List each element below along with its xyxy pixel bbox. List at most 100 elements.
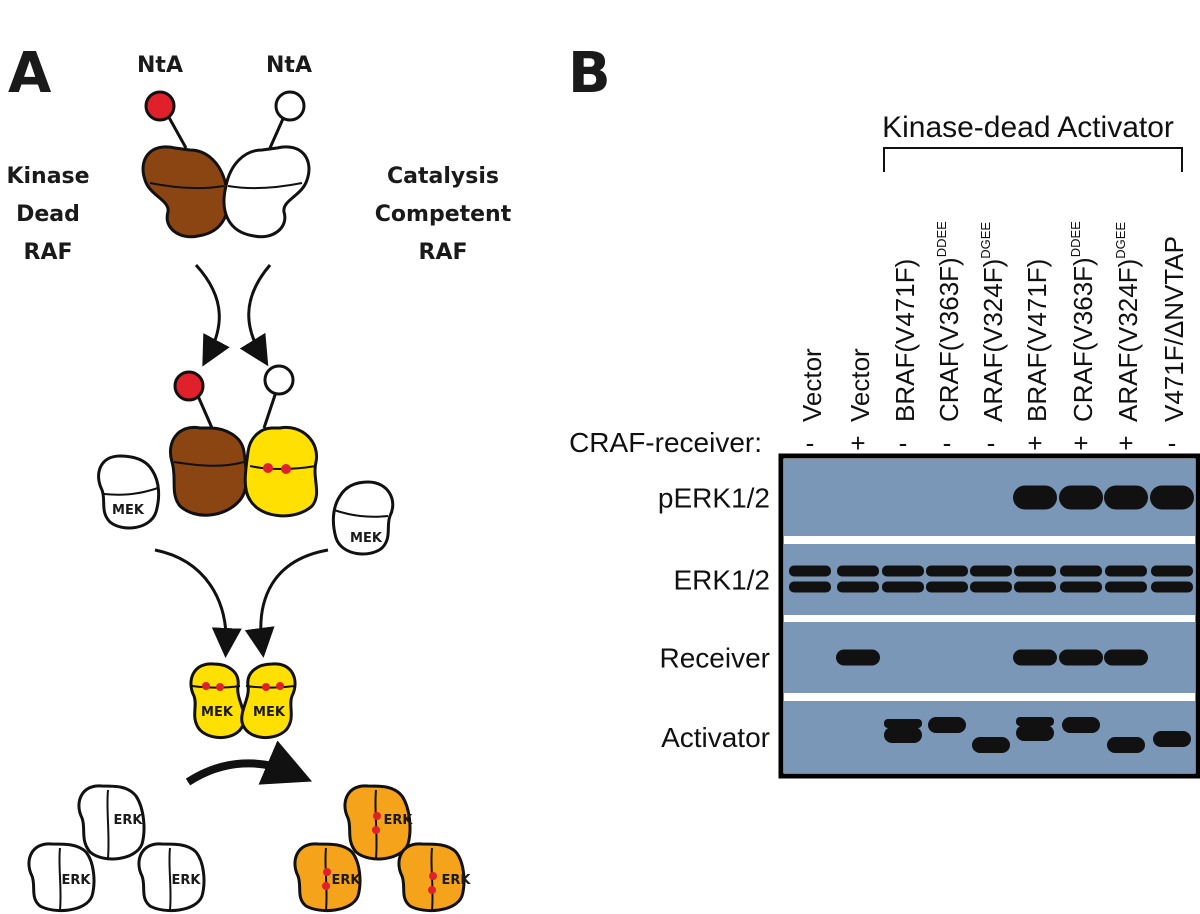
arrow-dimerize-right [239, 264, 272, 367]
arrow-mek-left [154, 548, 242, 658]
blot-row-label: ERK1/2 [674, 565, 771, 596]
arrow-mek-right [244, 548, 329, 658]
receiver-mark: - [899, 428, 908, 458]
receiver-mark: - [806, 428, 815, 458]
band [1107, 737, 1145, 753]
lane-label: V471F/ΔNVTAP [1159, 236, 1189, 422]
receiver-marks: - + - - - + + + - [806, 428, 1177, 458]
svg-text:Dead: Dead [16, 202, 80, 227]
band [1059, 485, 1103, 510]
svg-text:ERK: ERK [62, 873, 92, 888]
band [789, 581, 831, 593]
svg-text:Kinase: Kinase [6, 164, 89, 189]
activator-bracket [883, 147, 1183, 172]
svg-text:Competent: Competent [375, 202, 512, 227]
band [1016, 725, 1054, 741]
band [1060, 581, 1102, 593]
nta-left-label: NtA [137, 53, 183, 78]
svg-text:MEK: MEK [253, 705, 286, 720]
band [1153, 731, 1191, 747]
receiver-mark: - [987, 428, 996, 458]
band [1104, 485, 1148, 510]
catalysis-competent-raf-monomer [222, 90, 311, 239]
lane-label: BRAF(V471F) [890, 259, 920, 422]
lane-label: CRAF(V363F)DDEE [934, 221, 964, 422]
mek-monomer-left: MEK [97, 454, 161, 530]
receiver-mark: + [1027, 428, 1042, 458]
arrow-erk-activation [185, 740, 313, 786]
band [1014, 581, 1056, 593]
band [837, 581, 879, 593]
band [789, 565, 831, 577]
lane-label: ARAF(V324F)DGEE [978, 222, 1008, 422]
band [1104, 649, 1148, 666]
band [972, 737, 1010, 753]
band [882, 581, 924, 593]
band [926, 581, 968, 593]
svg-text:RAF: RAF [419, 240, 468, 265]
band [970, 565, 1012, 577]
band [1062, 717, 1100, 733]
svg-text:MEK: MEK [201, 705, 234, 720]
receiver-mark: - [943, 428, 952, 458]
blot-panels [784, 459, 1195, 773]
receiver-mark: + [1118, 428, 1133, 458]
svg-text:ERK: ERK [332, 873, 362, 888]
blot-panel [784, 544, 1195, 615]
band [884, 727, 922, 743]
receiver-mark: - [1168, 428, 1177, 458]
catalysis-competent-raf-label: Catalysis Competent RAF [375, 164, 512, 265]
receiver-mark: + [1073, 428, 1088, 458]
erk-inactive-2: ERK [27, 842, 96, 913]
erk-active-1: ERK [343, 784, 414, 861]
svg-text:ERK: ERK [442, 873, 472, 888]
band [1105, 565, 1147, 577]
mek-dimer-active: MEK MEK [189, 662, 297, 739]
band [1151, 581, 1193, 593]
svg-text:MEK: MEK [350, 531, 383, 546]
craf-receiver-label: CRAF-receiver: [569, 427, 762, 458]
lane-label: CRAF(V363F)DDEE [1068, 221, 1098, 422]
erk-inactive-3: ERK [137, 842, 206, 913]
lane-label: Vector [797, 348, 827, 422]
band [926, 565, 968, 577]
kinase-dead-activator-header: Kinase-dead Activator [882, 111, 1174, 144]
erk-active-3: ERK [397, 842, 472, 913]
blot-row-label: Receiver [660, 643, 770, 674]
blot-row-label: pERK1/2 [658, 483, 770, 514]
svg-text:ERK: ERK [114, 813, 144, 828]
band [1014, 565, 1056, 577]
band [1013, 649, 1057, 666]
band [1059, 649, 1103, 666]
svg-text:MEK: MEK [112, 503, 145, 518]
band [1105, 581, 1147, 593]
band [882, 565, 924, 577]
arrow-dimerize-left [194, 263, 230, 367]
svg-text:ERK: ERK [172, 873, 202, 888]
band [884, 719, 922, 728]
blot-row-label: Activator [661, 722, 770, 753]
band [1150, 485, 1194, 510]
band [1013, 485, 1057, 510]
band [928, 717, 966, 733]
band [1016, 717, 1054, 726]
receiver-mark: + [850, 428, 865, 458]
svg-text:ERK: ERK [384, 813, 414, 828]
band [836, 649, 880, 666]
nta-right-label: NtA [266, 53, 312, 78]
lane-label: BRAF(V471F) [1022, 259, 1052, 422]
band [970, 581, 1012, 593]
band [837, 565, 879, 577]
mek-monomer-right: MEK [331, 480, 395, 556]
panel-b-letter: B [568, 41, 611, 106]
erk-inactive-1: ERK [77, 784, 146, 861]
svg-text:RAF: RAF [24, 240, 73, 265]
raf-heterodimer [169, 364, 319, 518]
panel-a-letter: A [8, 41, 52, 106]
band [1151, 565, 1193, 577]
erk-active-2: ERK [293, 842, 362, 913]
lane-label: ARAF(V324F)DGEE [1113, 222, 1143, 422]
